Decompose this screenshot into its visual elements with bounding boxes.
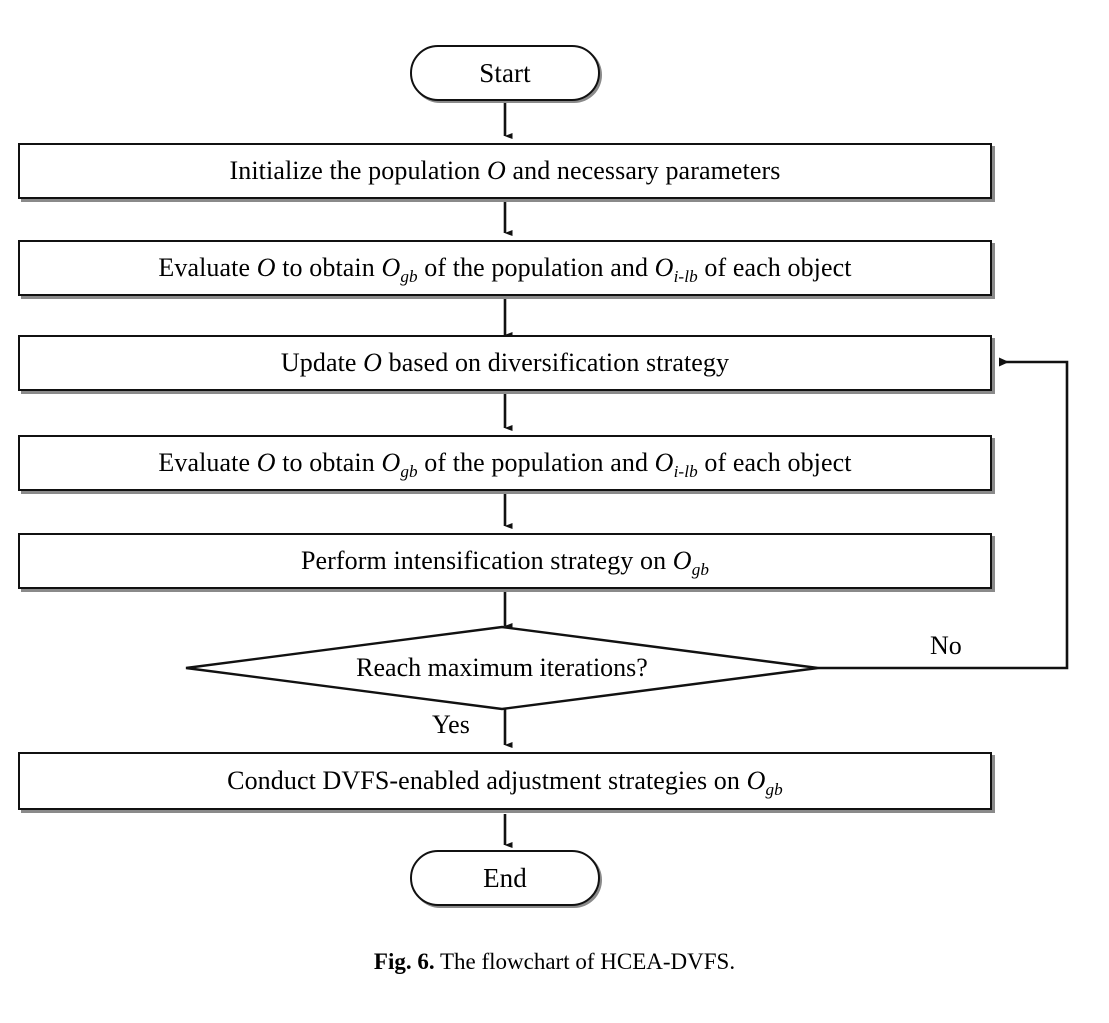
variable-subscript-gb: gb <box>400 267 418 287</box>
node-initialize-label: Initialize the population O and necessar… <box>219 157 790 184</box>
variable-O: O <box>746 766 766 796</box>
variable-subscript-ilb: i-lb <box>673 462 698 482</box>
edge-decision-no-loopback <box>818 357 1069 670</box>
text-run: based on diversification strategy <box>382 348 730 378</box>
text-run: Evaluate <box>158 253 257 283</box>
node-end-label: End <box>483 862 527 893</box>
variable-O: O <box>363 348 383 378</box>
node-decision[interactable]: Reach maximum iterations? <box>185 625 819 711</box>
text-run: of each object <box>697 448 852 478</box>
text-run: and necessary parameters <box>505 156 781 186</box>
text-run: of the population and <box>417 448 655 478</box>
edge-label-yes: Yes <box>432 710 470 739</box>
figure-caption-text: The flowchart of HCEA-DVFS. <box>439 949 736 974</box>
variable-subscript-gb: gb <box>765 780 783 800</box>
text-run: to obtain <box>275 448 382 478</box>
text-run: of the population and <box>417 253 655 283</box>
text-run: of each object <box>697 253 852 283</box>
figure-caption-number: Fig. 6. <box>373 949 435 974</box>
node-evaluate-1-label: Evaluate O to obtain Ogb of the populati… <box>148 253 861 285</box>
variable-O: O <box>256 253 276 283</box>
variable-subscript-gb: gb <box>400 462 418 482</box>
text-run: to obtain <box>275 253 382 283</box>
node-start-label: Start <box>479 57 531 88</box>
variable-O: O <box>381 448 401 478</box>
text-run: Evaluate <box>158 448 257 478</box>
variable-O: O <box>486 156 506 186</box>
node-evaluate-2[interactable]: Evaluate O to obtain Ogb of the populati… <box>18 435 992 491</box>
node-update-label: Update O based on diversification strate… <box>271 349 739 376</box>
variable-subscript-ilb: i-lb <box>673 267 698 287</box>
figure-caption: Fig. 6. The flowchart of HCEA-DVFS. <box>0 948 1109 976</box>
node-conduct-dvfs[interactable]: Conduct DVFS-enabled adjustment strategi… <box>18 752 992 810</box>
node-evaluate-2-label: Evaluate O to obtain Ogb of the populati… <box>148 448 861 480</box>
text-run: Initialize the population <box>229 156 487 186</box>
node-initialize[interactable]: Initialize the population O and necessar… <box>18 143 992 199</box>
node-start[interactable]: Start <box>410 45 600 101</box>
node-evaluate-1[interactable]: Evaluate O to obtain Ogb of the populati… <box>18 240 992 296</box>
variable-O: O <box>654 253 674 283</box>
edge-label-no: No <box>930 631 962 660</box>
variable-O: O <box>654 448 674 478</box>
text-run: Conduct DVFS-enabled adjustment strategi… <box>227 766 747 796</box>
variable-O: O <box>381 253 401 283</box>
variable-O: O <box>672 546 692 576</box>
decision-diamond-shape <box>185 625 819 711</box>
node-decision-label: Reach maximum iterations? <box>356 653 648 682</box>
node-intensify-label: Perform intensification strategy on Ogb <box>291 546 719 578</box>
node-conduct-dvfs-label: Conduct DVFS-enabled adjustment strategi… <box>217 766 793 798</box>
text-run: Update <box>280 348 364 378</box>
variable-subscript-gb: gb <box>691 560 710 580</box>
variable-O: O <box>256 448 276 478</box>
node-update[interactable]: Update O based on diversification strate… <box>18 335 992 391</box>
text-run: Perform intensification strategy on <box>300 546 673 576</box>
node-end[interactable]: End <box>410 850 600 906</box>
node-intensify[interactable]: Perform intensification strategy on Ogb <box>18 533 992 589</box>
